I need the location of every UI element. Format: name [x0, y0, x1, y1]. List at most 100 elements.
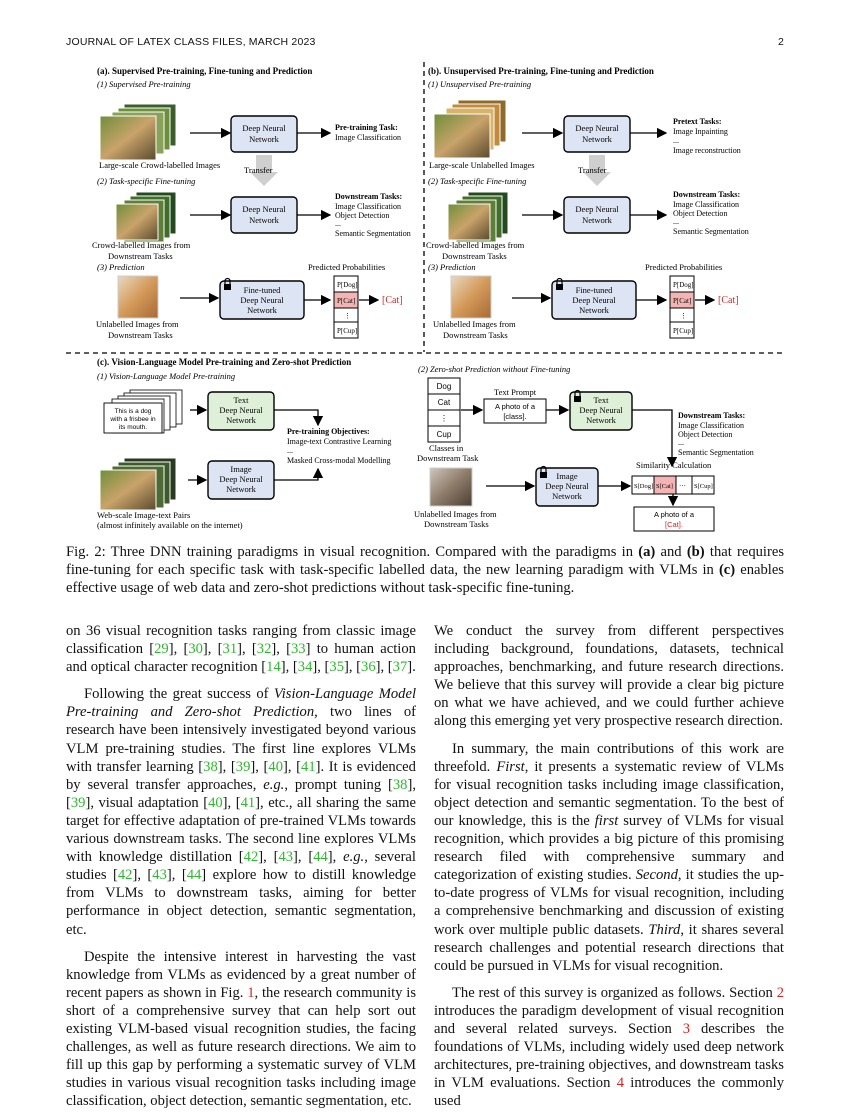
svg-text:Semantic Segmentation: Semantic Segmentation [678, 448, 754, 457]
svg-text:Image Classification: Image Classification [335, 133, 401, 142]
svg-text:Image Inpainting: Image Inpainting [673, 127, 728, 136]
panel-a-title: (a). Supervised Pre-training, Fine-tunin… [97, 66, 312, 76]
svg-text:Web-scale Image-text Pairs: Web-scale Image-text Pairs [97, 510, 190, 520]
svg-text:(1) Vision-Language Model Pre-: (1) Vision-Language Model Pre-training [97, 371, 235, 381]
svg-text:(almost infinitely available o: (almost infinitely available on the inte… [97, 520, 243, 530]
svg-text:Network: Network [579, 305, 609, 315]
svg-text:Downstream Task: Downstream Task [417, 453, 479, 463]
svg-text:(b). Unsupervised Pre-training: (b). Unsupervised Pre-training, Fine-tun… [428, 66, 654, 76]
svg-text:P[Cup]: P[Cup] [337, 327, 357, 335]
svg-text:Unlabelled Images from: Unlabelled Images from [96, 319, 179, 329]
image-stack-b2 [447, 191, 509, 243]
b-dnn1 [563, 115, 631, 153]
svg-text:(3) Prediction: (3) Prediction [97, 262, 145, 272]
panel-c: (c). Vision-Language Model Pre-training … [97, 357, 754, 532]
c-zs-text-dnn [569, 391, 633, 431]
svg-text:Deep Neural: Deep Neural [219, 474, 263, 484]
svg-text:Network: Network [226, 415, 256, 425]
a-cat-image [117, 275, 159, 319]
paragraph: on 36 visual recognition tasks ranging f… [66, 623, 416, 676]
svg-text:Object Detection: Object Detection [678, 430, 732, 439]
image-stack-b1 [433, 99, 507, 159]
svg-text:Cat: Cat [438, 398, 451, 407]
svg-text:[Cat]: [Cat] [718, 295, 739, 306]
svg-text:Deep Neural: Deep Neural [545, 481, 589, 491]
svg-text:Deep Neural: Deep Neural [242, 204, 286, 214]
classes-column: Dog Cat ⋮ Cup [427, 377, 461, 443]
svg-text:Image Classification: Image Classification [673, 200, 739, 209]
svg-text:Network: Network [582, 134, 612, 144]
svg-text:...: ... [335, 219, 341, 228]
svg-text:its mouth.: its mouth. [119, 424, 147, 431]
svg-text:Network: Network [249, 134, 279, 144]
svg-text:Text: Text [234, 395, 250, 405]
a-prob-column: P[Dog] P[Cat] ⋮ P[Cup] [333, 275, 359, 339]
svg-text:Downstream Tasks:: Downstream Tasks: [673, 190, 740, 199]
svg-text:Image: Image [556, 471, 577, 481]
svg-text:S[Cat]: S[Cat] [656, 483, 673, 490]
svg-text:Deep Neural: Deep Neural [240, 295, 284, 305]
page-number: 2 [777, 36, 784, 48]
svg-text:Downstream Tasks: Downstream Tasks [108, 251, 173, 261]
svg-text:Text: Text [594, 395, 610, 405]
svg-text:[Cat].: [Cat]. [665, 520, 683, 529]
svg-text:with a frisbee in: with a frisbee in [109, 416, 156, 423]
svg-text:Predicted Probabilities: Predicted Probabilities [308, 262, 385, 272]
panel-a: (a). Supervised Pre-training, Fine-tunin… [92, 66, 411, 340]
svg-text:...: ... [673, 217, 679, 226]
svg-text:Semantic Segmentation: Semantic Segmentation [335, 229, 411, 238]
svg-text:(2) Task-specific Fine-tuning: (2) Task-specific Fine-tuning [428, 176, 526, 186]
svg-text:⋮: ⋮ [680, 312, 687, 320]
c-zs-image-dnn [535, 467, 599, 507]
svg-text:[Cat]: [Cat] [382, 295, 403, 306]
svg-text:Transfer: Transfer [578, 165, 607, 175]
svg-text:A photo of a: A photo of a [654, 510, 695, 519]
svg-text:⋮: ⋮ [440, 414, 448, 423]
svg-text:Downstream Tasks: Downstream Tasks [443, 330, 508, 340]
svg-text:···: ··· [679, 482, 686, 490]
a-img1-label: Large-scale Crowd-labelled Images [99, 160, 220, 170]
svg-text:Dog: Dog [437, 382, 452, 391]
paragraph: The rest of this survey is organized as … [434, 984, 784, 1110]
svg-text:...: ... [678, 438, 684, 447]
svg-text:Similarity Calculation: Similarity Calculation [636, 460, 712, 470]
a-dnn1 [230, 115, 298, 153]
svg-text:...: ... [673, 136, 679, 145]
svg-text:Image Classification: Image Classification [678, 421, 744, 430]
b-cat-image [450, 275, 492, 319]
svg-text:P[Dog]: P[Dog] [337, 281, 358, 289]
svg-text:Deep Neural: Deep Neural [572, 295, 616, 305]
svg-text:Network: Network [249, 215, 279, 225]
paragraph: We conduct the survey from different per… [434, 623, 784, 730]
svg-text:Downstream Tasks: Downstream Tasks [424, 519, 489, 529]
svg-text:P[Dog]: P[Dog] [673, 281, 694, 289]
similarity-row: S[Dog] S[Cat] ··· S[Cup] [631, 475, 715, 495]
svg-text:Unlabelled Images from: Unlabelled Images from [414, 509, 497, 519]
left-column: on 36 visual recognition tasks ranging f… [66, 622, 416, 1119]
image-stack-c1 [99, 457, 177, 511]
image-stack-a2 [115, 191, 177, 243]
output-box [633, 506, 715, 532]
svg-text:Deep Neural: Deep Neural [219, 405, 263, 415]
svg-text:Network: Network [586, 415, 616, 425]
svg-text:(c). Vision-Language Model Pre: (c). Vision-Language Model Pre-training … [97, 357, 351, 367]
svg-text:⋮: ⋮ [344, 312, 351, 320]
svg-text:Image: Image [230, 464, 251, 474]
svg-text:S[Cup]: S[Cup] [694, 483, 713, 490]
svg-text:(3) Prediction: (3) Prediction [428, 262, 476, 272]
svg-text:Pre-training Task:: Pre-training Task: [335, 123, 398, 132]
prompt-box [483, 398, 547, 424]
svg-text:(1) Unsupervised Pre-training: (1) Unsupervised Pre-training [428, 79, 531, 89]
c-cat-image [429, 467, 473, 507]
svg-text:Image reconstruction: Image reconstruction [673, 146, 741, 155]
svg-text:Large-scale Unlabelled Images: Large-scale Unlabelled Images [429, 160, 535, 170]
journal-name: JOURNAL OF LATEX CLASS FILES, MARCH 2023 [66, 36, 316, 48]
svg-text:Deep Neural: Deep Neural [242, 123, 286, 133]
svg-text:Fine-tuned: Fine-tuned [576, 285, 614, 295]
svg-text:Pre-training Objectives:: Pre-training Objectives: [287, 427, 370, 436]
svg-text:Object Detection: Object Detection [335, 211, 389, 220]
svg-text:Network: Network [247, 305, 277, 315]
svg-text:Masked Cross-modal Modelling: Masked Cross-modal Modelling [287, 456, 391, 465]
svg-text:This is a dog: This is a dog [115, 408, 152, 415]
svg-text:A photo of a: A photo of a [495, 402, 536, 411]
